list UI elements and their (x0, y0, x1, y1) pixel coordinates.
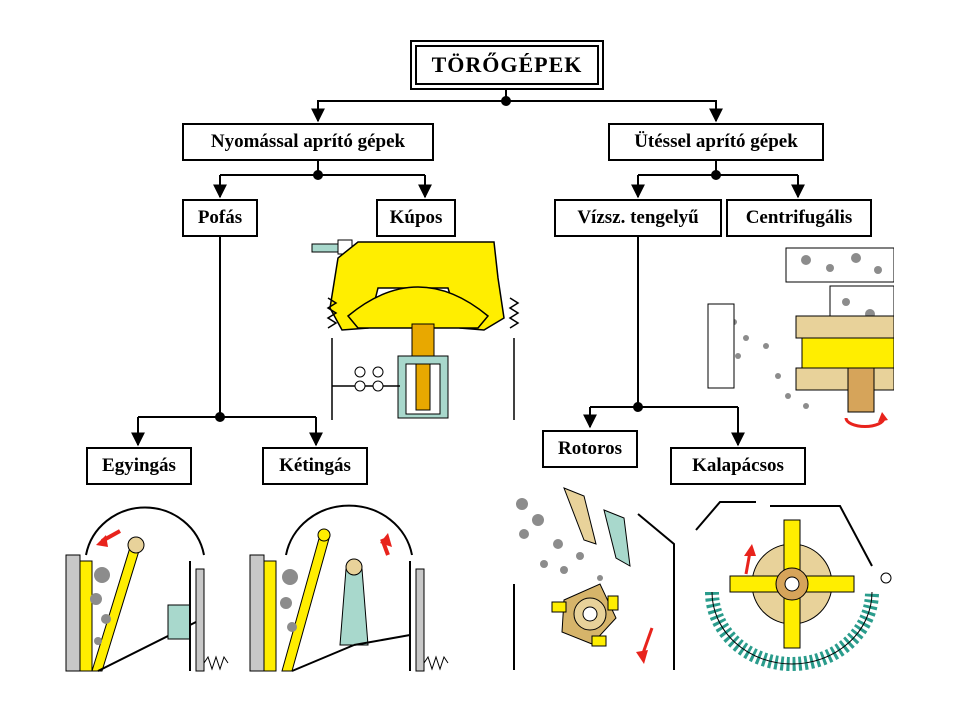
double-toggle-jaw-illustration (249, 504, 449, 672)
impact-label: Ütéssel aprító gépek (634, 131, 798, 152)
centrifugal-node: Centrifugális (726, 199, 872, 237)
cone-crusher-illustration (311, 239, 520, 420)
cone-node: Kúpos (376, 199, 456, 237)
hammer-label: Kalapácsos (692, 455, 784, 476)
pressure-node: Nyomással aprító gépek (182, 123, 434, 161)
rotor-node: Rotoros (542, 430, 638, 468)
rotor-label: Rotoros (557, 438, 623, 459)
double-toggle-node: Kétingás (262, 447, 368, 485)
centrifugal-crusher-illustration (707, 247, 894, 428)
single-toggle-node: Egyingás (86, 447, 192, 485)
jaw-label: Pofás (197, 207, 243, 228)
double-toggle-label: Kétingás (279, 455, 351, 476)
root-node: TÖRŐGÉPEK (410, 40, 604, 90)
impact-node: Ütéssel aprító gépek (608, 123, 824, 161)
hammer-crusher-illustration (695, 501, 892, 671)
horizontal-label: Vízsz. tengelyű (577, 207, 699, 228)
single-toggle-jaw-illustration (65, 506, 229, 672)
hammer-node: Kalapácsos (670, 447, 806, 485)
pressure-label: Nyomással aprító gépek (210, 131, 406, 152)
horizontal-node: Vízsz. tengelyű (554, 199, 722, 237)
centrifugal-label: Centrifugális (745, 207, 853, 228)
jaw-node: Pofás (182, 199, 258, 237)
rotor-impact-illustration (513, 487, 675, 670)
single-toggle-label: Egyingás (102, 455, 176, 476)
cone-label: Kúpos (389, 207, 443, 228)
root-label: TÖRŐGÉPEK (431, 52, 583, 77)
